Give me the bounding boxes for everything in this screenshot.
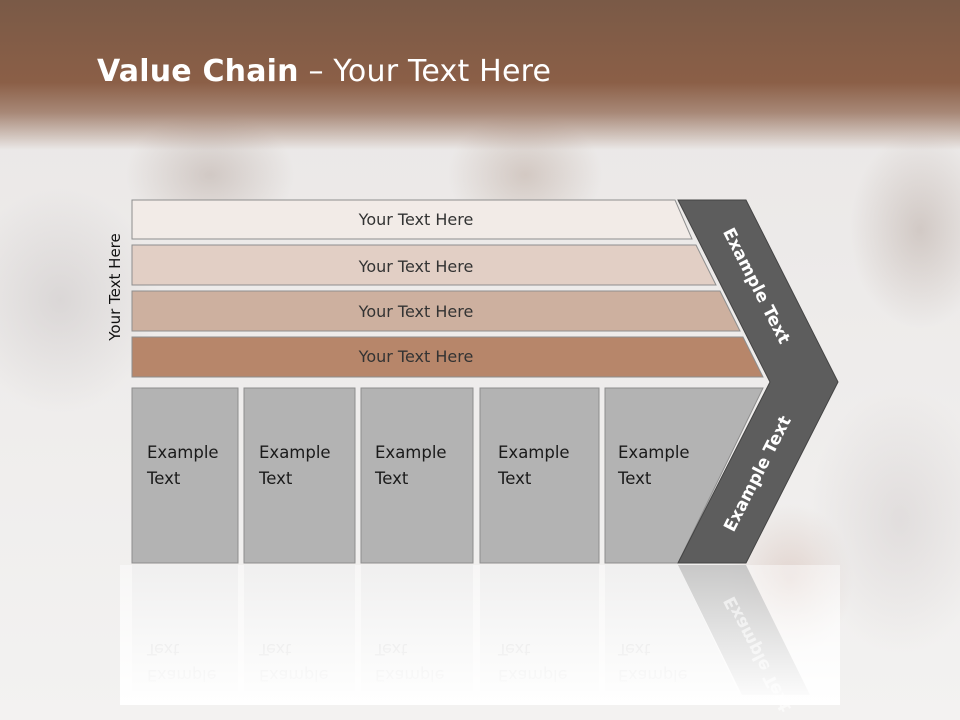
bar-1 bbox=[131, 199, 693, 240]
box-4-line1: Example bbox=[498, 443, 570, 462]
reflection: Example Text Example Text Example Text E… bbox=[120, 565, 840, 715]
box-5-line2: Text bbox=[617, 469, 652, 488]
bar-4 bbox=[131, 336, 764, 378]
title-rest: – Your Text Here bbox=[298, 54, 552, 89]
slide-title: Value Chain – Your Text Here bbox=[97, 54, 551, 89]
box-1-line1: Example bbox=[147, 443, 219, 462]
bar-2-label: Your Text Here bbox=[358, 257, 474, 276]
bar-2 bbox=[131, 244, 717, 286]
chevron-arrow bbox=[677, 199, 839, 564]
box-2 bbox=[243, 387, 356, 564]
box-2-line2: Text bbox=[258, 469, 293, 488]
box-3 bbox=[360, 387, 474, 564]
box-row: Example Text Example Text Example Text E… bbox=[131, 387, 764, 564]
box-3-line1: Example bbox=[375, 443, 447, 462]
box-4-line2: Text bbox=[497, 469, 532, 488]
box-3-line2: Text bbox=[374, 469, 409, 488]
box-1-line2: Text bbox=[146, 469, 181, 488]
bar-3 bbox=[131, 290, 741, 332]
box-1 bbox=[131, 387, 239, 564]
box-2-line1: Example bbox=[259, 443, 331, 462]
bar-stack: Your Text Here Your Text Here Your Text … bbox=[131, 199, 764, 378]
title-bold: Value Chain bbox=[97, 54, 299, 89]
bar-3-label: Your Text Here bbox=[358, 302, 474, 321]
header-band bbox=[0, 0, 960, 150]
box-5-line1: Example bbox=[618, 443, 690, 462]
bar-4-label: Your Text Here bbox=[358, 347, 474, 366]
box-4 bbox=[479, 387, 600, 564]
bar-1-label: Your Text Here bbox=[358, 210, 474, 229]
